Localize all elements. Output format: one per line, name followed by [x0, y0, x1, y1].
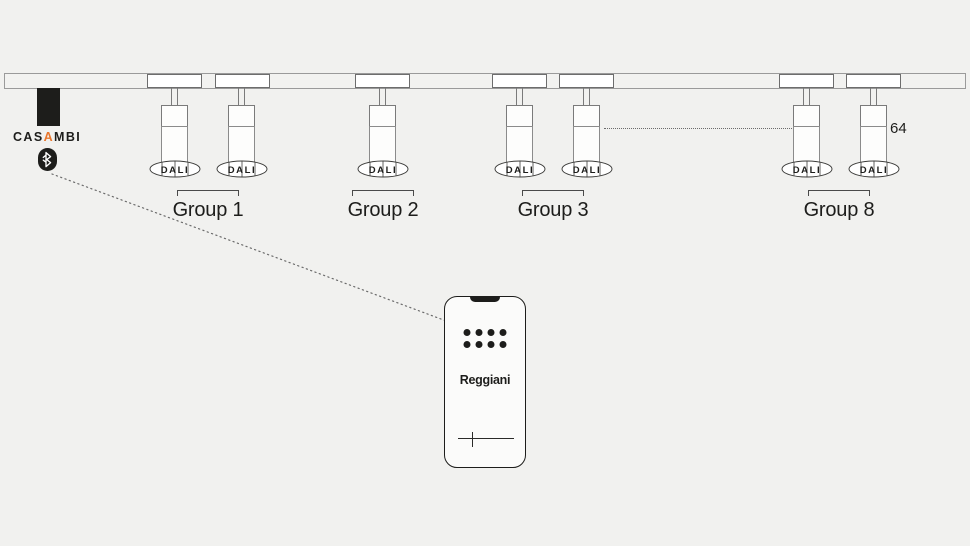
luminaire-head [860, 105, 887, 127]
dali-badge: DALI [216, 160, 268, 178]
app-icon-dot[interactable] [487, 329, 495, 336]
luminaire [573, 88, 600, 163]
luminaire [228, 88, 255, 163]
svg-text:DALI: DALI [506, 165, 535, 176]
track-adapter [355, 74, 410, 88]
track-adapter [215, 74, 270, 88]
dali-badge: DALI [149, 160, 201, 178]
luminaire-stem-right [177, 88, 178, 105]
luminaire-stem-left [171, 88, 172, 105]
app-icon-grid[interactable] [463, 329, 507, 348]
luminaire-stem-left [238, 88, 239, 105]
luminaire-body [506, 126, 533, 163]
track-adapter [779, 74, 834, 88]
luminaire [793, 88, 820, 163]
luminaire-body [161, 126, 188, 163]
svg-text:DALI: DALI [228, 165, 257, 176]
luminaire [161, 88, 188, 163]
group-label: Group 1 [172, 199, 244, 221]
luminaire-body [573, 126, 600, 163]
group-bracket [352, 190, 414, 196]
luminaire-stem-left [583, 88, 584, 105]
app-icon-dot[interactable] [499, 329, 507, 336]
luminaire-body [228, 126, 255, 163]
dali-badge: DALI [781, 160, 833, 178]
luminaire-head [793, 105, 820, 127]
group-label: Group 3 [517, 199, 589, 221]
dali-badge: DALI [494, 160, 546, 178]
casambi-logo-suffix: MBI [54, 130, 82, 144]
bluetooth-icon [38, 148, 57, 171]
luminaire-stem-right [244, 88, 245, 105]
group-bracket [177, 190, 239, 196]
casambi-logo-accent: A [43, 130, 55, 144]
luminaire-stem-right [809, 88, 810, 105]
luminaire-stem-left [870, 88, 871, 105]
dali-badge: DALI [561, 160, 613, 178]
luminaire-stem-right [876, 88, 877, 105]
luminaire-head [228, 105, 255, 127]
luminaire-head [369, 105, 396, 127]
luminaire-head [573, 105, 600, 127]
luminaire-body [369, 126, 396, 163]
luminaire-stem-left [379, 88, 380, 105]
luminaire-head [161, 105, 188, 127]
dali-badge: DALI [848, 160, 900, 178]
smartphone-mockup[interactable]: Reggiani [444, 296, 526, 468]
group-label: Group 2 [347, 199, 419, 221]
svg-text:DALI: DALI [793, 165, 822, 176]
dimmer-slider[interactable] [458, 432, 514, 447]
luminaire-stem-left [516, 88, 517, 105]
luminaire [369, 88, 396, 163]
casambi-logo: CASAMBI [13, 130, 81, 144]
casambi-logo-prefix: CAS [13, 130, 44, 144]
continuation-dotted-line [604, 128, 794, 129]
group-label: Group 8 [803, 199, 875, 221]
app-icon-dot[interactable] [475, 341, 483, 348]
app-icon-dot[interactable] [475, 329, 483, 336]
track-adapter [492, 74, 547, 88]
luminaire-head [506, 105, 533, 127]
app-icon-dot[interactable] [463, 341, 471, 348]
app-icon-dot[interactable] [487, 341, 495, 348]
luminaire [506, 88, 533, 163]
app-icon-dot[interactable] [499, 341, 507, 348]
luminaire-stem-right [522, 88, 523, 105]
luminaire [860, 88, 887, 163]
svg-text:DALI: DALI [573, 165, 602, 176]
track-adapter [147, 74, 202, 88]
luminaire-stem-left [803, 88, 804, 105]
group-bracket [522, 190, 584, 196]
track-adapter [559, 74, 614, 88]
dali-badge: DALI [357, 160, 409, 178]
luminaire-stem-right [385, 88, 386, 105]
luminaire-stem-right [589, 88, 590, 105]
casambi-control-module [37, 88, 60, 126]
svg-text:DALI: DALI [161, 165, 190, 176]
luminaire-body [793, 126, 820, 163]
svg-text:DALI: DALI [860, 165, 889, 176]
dimmer-slider-handle[interactable] [472, 432, 473, 447]
app-icon-dot[interactable] [463, 329, 471, 336]
luminaire-body [860, 126, 887, 163]
svg-text:DALI: DALI [369, 165, 398, 176]
luminaire-count-label: 64 [890, 120, 907, 137]
phone-notch [470, 296, 500, 302]
group-bracket [808, 190, 870, 196]
track-adapter [846, 74, 901, 88]
reggiani-app-logo: Reggiani [459, 373, 511, 387]
